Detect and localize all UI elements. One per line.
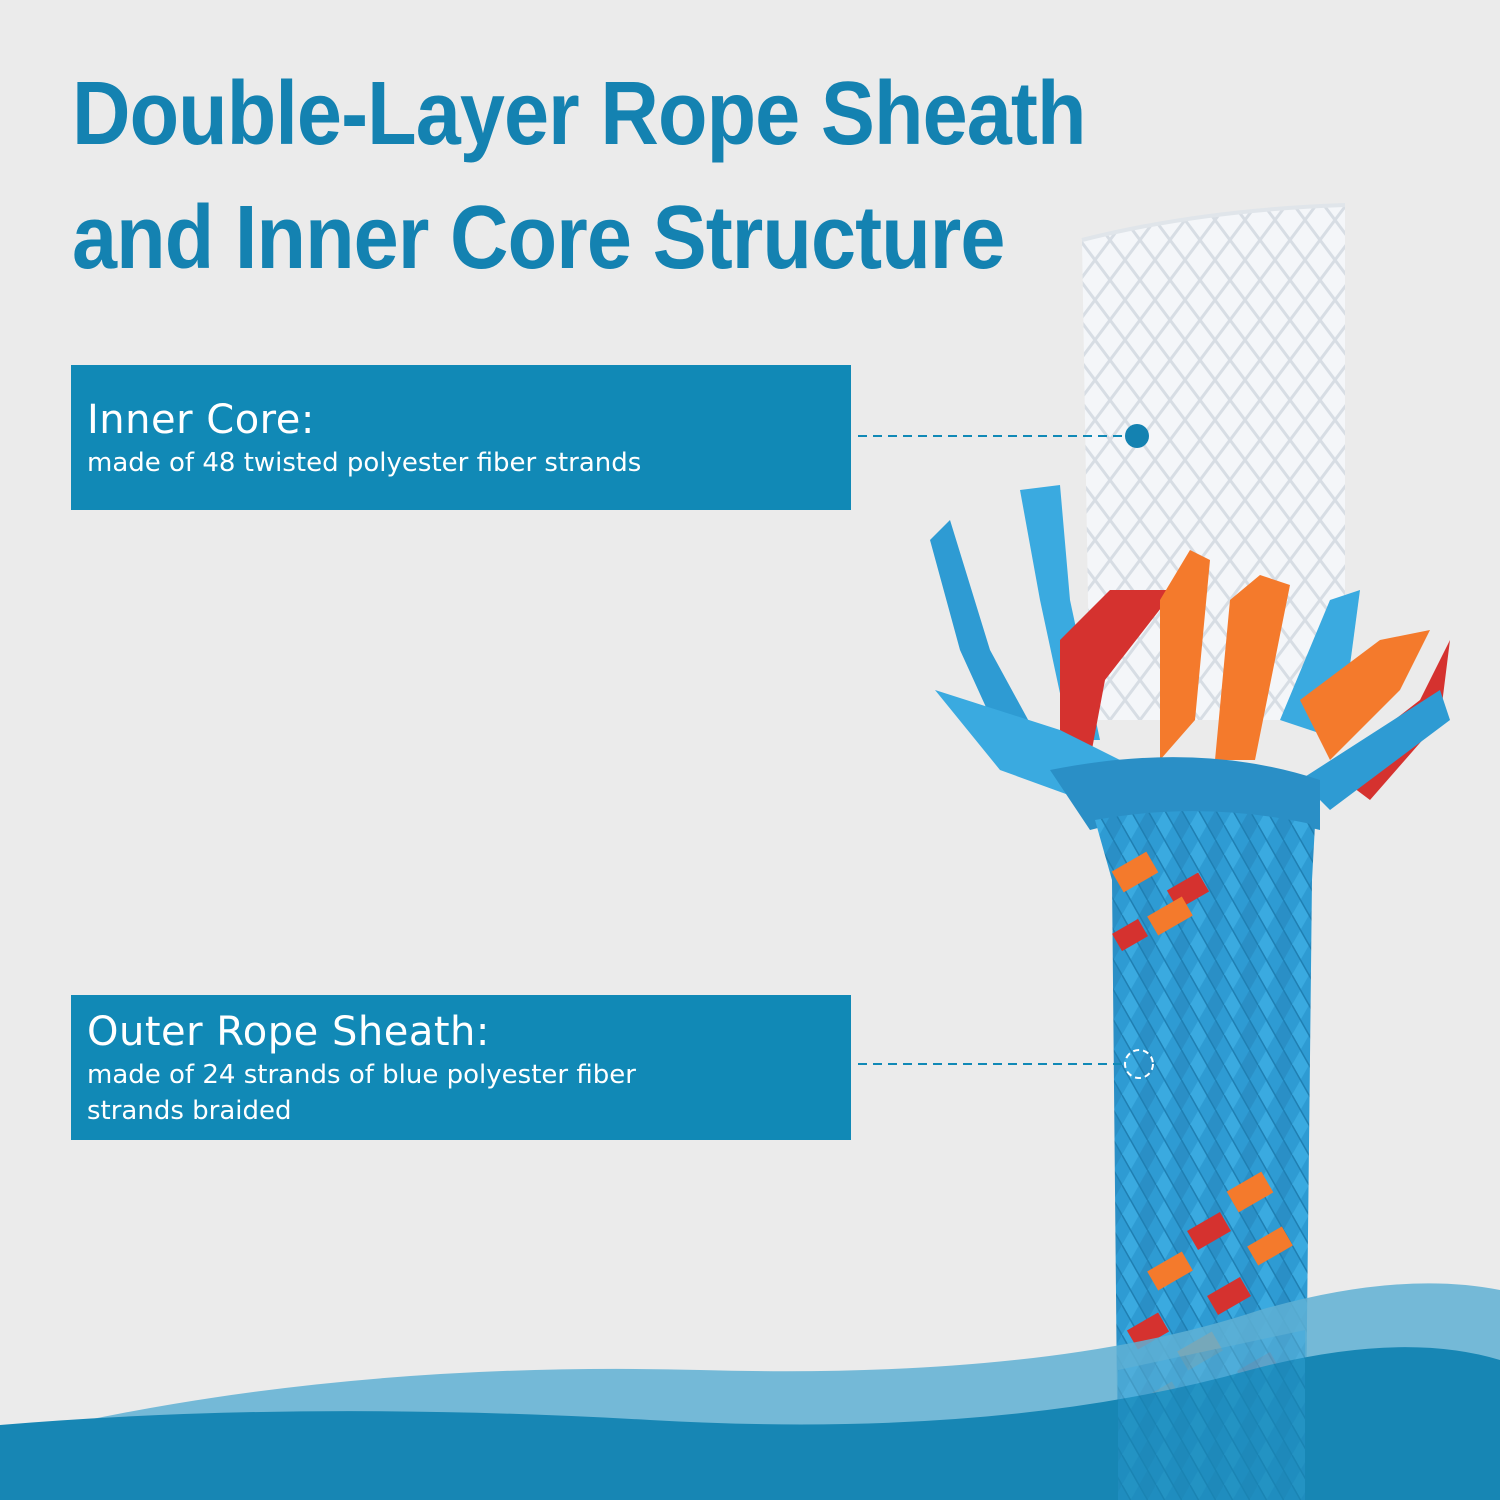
inner-core-heading: Inner Core: xyxy=(87,397,315,443)
title-line-2: and Inner Core Structure xyxy=(72,188,1005,288)
outer-sheath-marker xyxy=(1124,1049,1154,1079)
frayed-strands xyxy=(930,485,1450,830)
title-line-1: Double-Layer Rope Sheath xyxy=(72,64,1086,164)
sheath-front xyxy=(1118,1330,1305,1500)
outer-sheath-description: made of 24 strands of blue polyester fib… xyxy=(87,1060,636,1126)
outer-sheath-callout: Outer Rope Sheath: made of 24 strands of… xyxy=(71,995,851,1140)
inner-core-marker xyxy=(1125,424,1149,448)
inner-core-description: made of 48 twisted polyester fiber stran… xyxy=(87,448,642,478)
outer-sheath-heading: Outer Rope Sheath: xyxy=(87,1009,490,1055)
inner-core-callout: Inner Core: made of 48 twisted polyester… xyxy=(71,365,851,510)
page-title: Double-Layer Rope Sheath and Inner Core … xyxy=(72,52,1086,300)
